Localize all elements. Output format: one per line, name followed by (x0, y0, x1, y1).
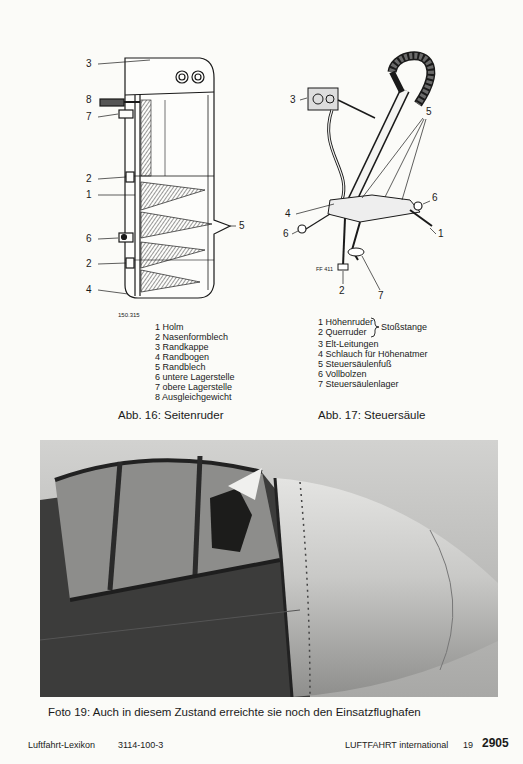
page-footer-number: 19 (463, 740, 473, 750)
key-entry: 8 Ausgleichgewicht (155, 392, 232, 402)
footer-text: LUFTFAHRT international (345, 740, 448, 750)
callout-number: 2 (86, 258, 92, 270)
callout-number: 6 (86, 233, 92, 245)
callout-number: 1 (86, 189, 92, 201)
key-entry: 2 Querruder (318, 327, 367, 337)
drawing-number: 150.315 (118, 312, 140, 319)
key-entry: 4 Schlauch für Höhenatmer (318, 349, 428, 359)
key-entry: Stoßstange (381, 322, 427, 332)
footer-text: Luftfahrt-Lexikon (28, 740, 95, 750)
callout-number: 1 (438, 228, 444, 240)
key-entry: 4 Randbogen (155, 352, 209, 362)
rudder-drawing (98, 58, 236, 298)
callout-number: 5 (239, 220, 245, 232)
callout-number: 8 (86, 94, 92, 106)
figure-caption: Abb. 17: Steuersäule (318, 409, 425, 422)
callout-number: 6 (283, 228, 289, 240)
key-entry: 6 untere Lagerstelle (155, 372, 235, 382)
key-entry: 3 Elt-Leitungen (318, 339, 379, 349)
key-entry: 5 Randblech (155, 362, 206, 372)
photo-caption: Foto 19: Auch in diesem Zustand erreicht… (48, 706, 421, 719)
key-entry: 5 Steuersäulenfuß (318, 359, 392, 369)
page-number: 2905 (482, 737, 509, 751)
callout-number: 6 (432, 192, 438, 204)
key-entry: 6 Vollbolzen (318, 369, 367, 379)
callout-number: 3 (86, 58, 92, 70)
callout-number: 2 (86, 173, 92, 185)
key-entry: 1 Höhenruder (318, 317, 373, 327)
callout-number: 7 (378, 290, 384, 302)
key-entry: 7 Steuersäulenlager (318, 379, 399, 389)
callout-number: 7 (86, 111, 92, 123)
drawing-number: FF 411 (316, 266, 333, 272)
key-entry: 3 Randkappe (155, 342, 209, 352)
key-entry: 1 Holm (155, 322, 184, 332)
control-column-drawing (292, 56, 436, 337)
callout-number: 3 (290, 94, 296, 106)
callout-number: 4 (285, 208, 291, 220)
key-entry: 7 obere Lagerstelle (155, 382, 232, 392)
footer-text: 3114-100-3 (118, 740, 163, 750)
key-entry: 2 Nasenformblech (155, 332, 228, 342)
callout-number: 5 (426, 106, 432, 118)
callout-number: 4 (86, 284, 92, 296)
callout-number: 2 (339, 285, 345, 297)
photo (40, 440, 498, 697)
figure-caption: Abb. 16: Seitenruder (118, 409, 224, 422)
